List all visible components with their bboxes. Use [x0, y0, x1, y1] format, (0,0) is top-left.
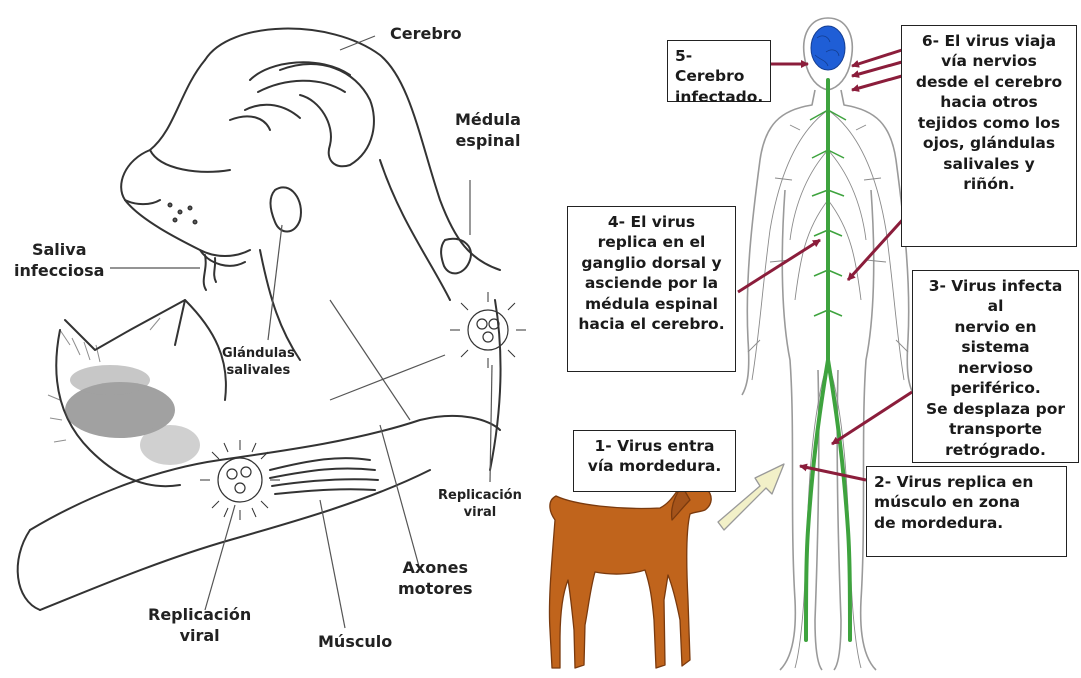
step-box-4: 4- El virus replica en el ganglio dorsal…	[567, 206, 736, 372]
spinal-cord	[806, 80, 850, 640]
step-box-2: 2- Virus replica en músculo en zona de m…	[866, 466, 1067, 557]
pointer-arrows	[738, 50, 912, 480]
infected-brain	[811, 26, 845, 70]
step-box-6: 6- El virus viaja vía nervios desde el c…	[901, 25, 1077, 247]
step-box-3: 3- Virus infecta al nervio en sistema ne…	[912, 270, 1079, 463]
step-box-5: 5- Cerebro infectado.	[667, 40, 771, 102]
brown-dog-figure	[549, 482, 711, 668]
step-box-1: 1- Virus entra vía mordedura.	[573, 430, 736, 492]
